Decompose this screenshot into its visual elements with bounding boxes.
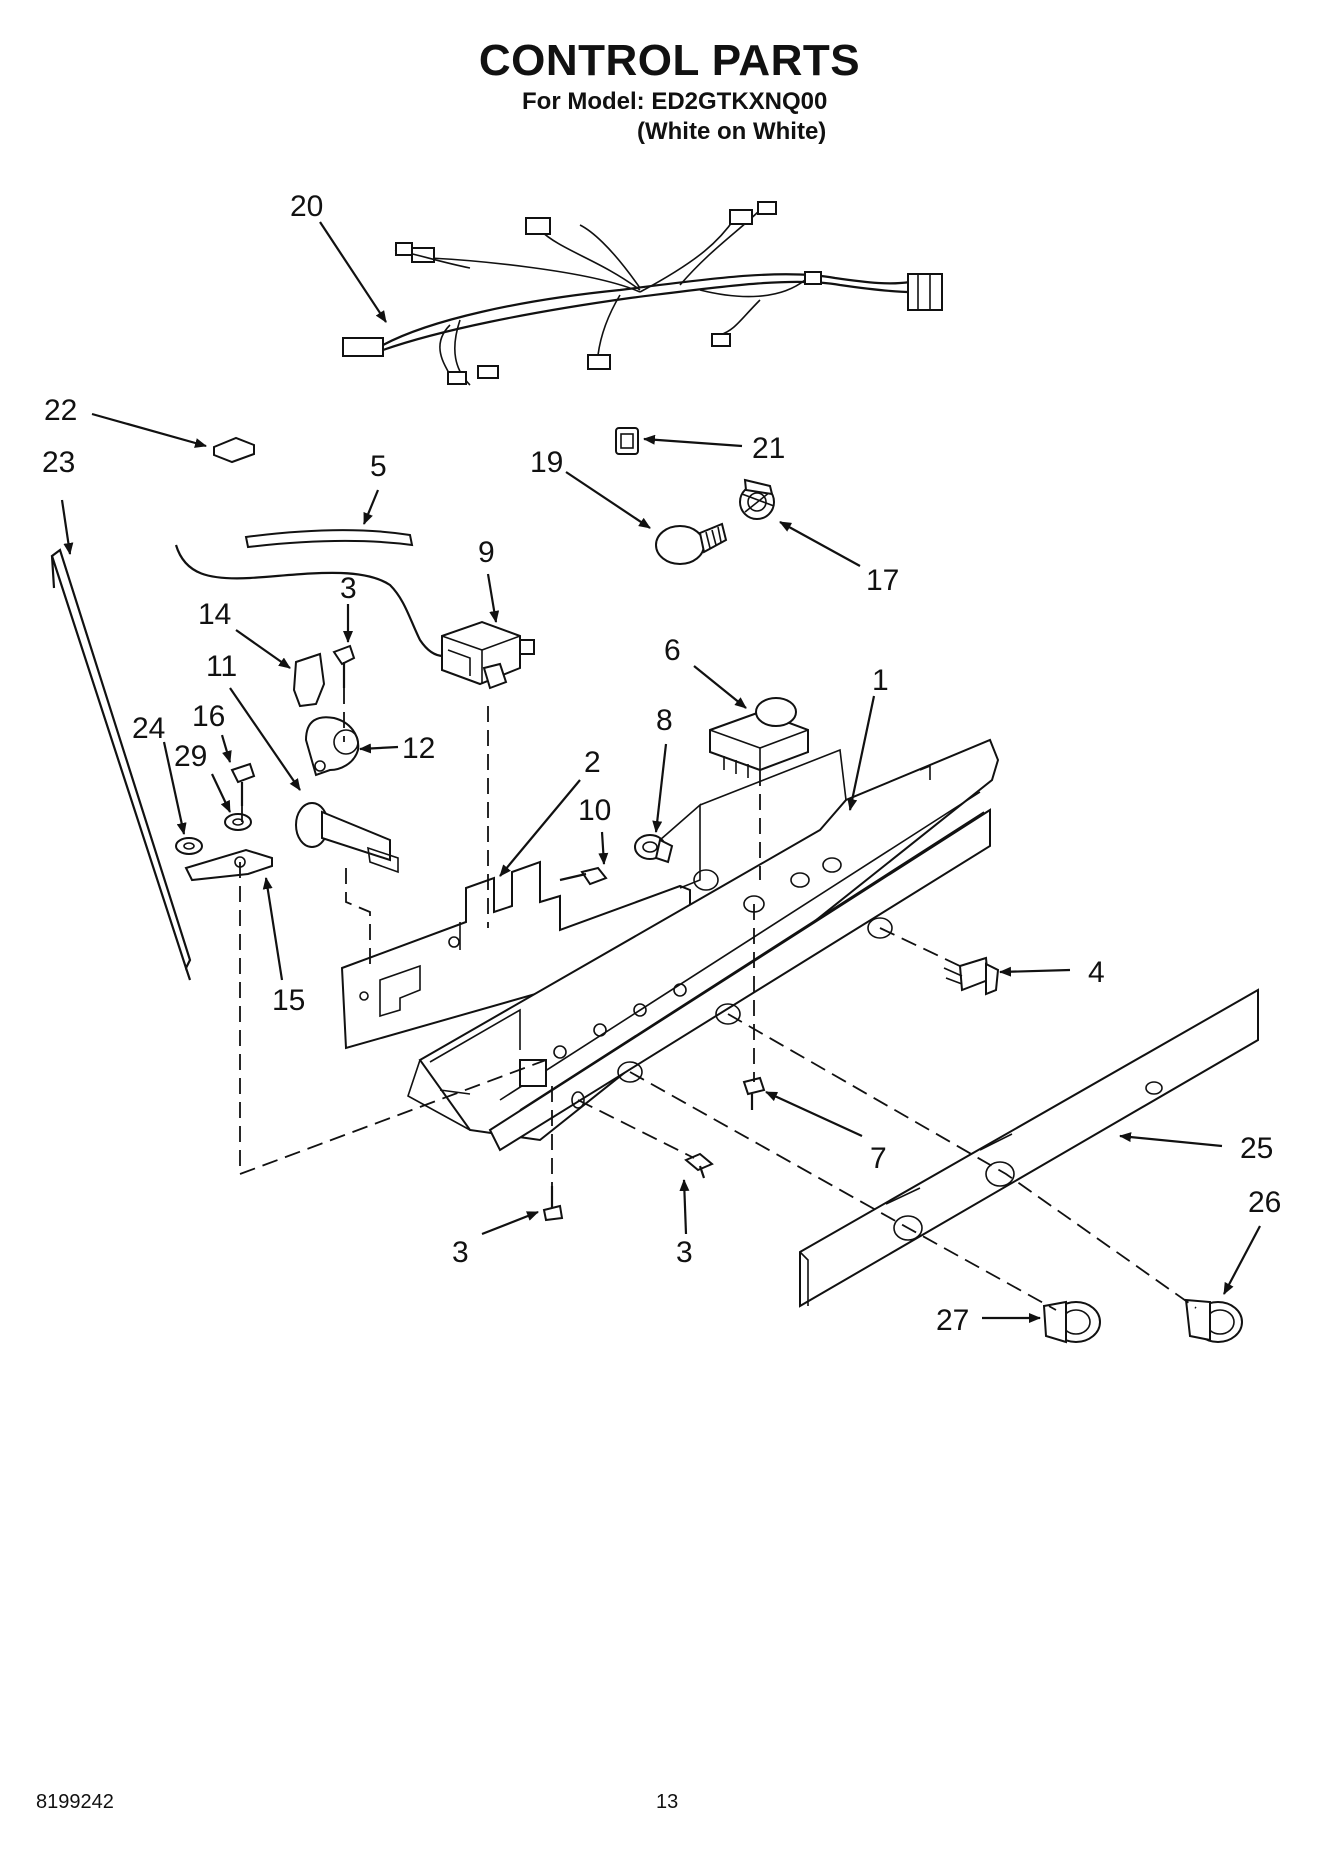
callout-5: 5 (370, 450, 387, 483)
grommet-part-8 (634, 834, 674, 864)
bracket-part-12 (304, 716, 360, 777)
callout-21: 21 (752, 432, 785, 465)
callout-27: 27 (936, 1304, 969, 1337)
screw-part-10 (559, 866, 608, 886)
callout-17: 17 (866, 564, 899, 597)
lever-part-15 (184, 848, 273, 882)
callout-2: 2 (584, 746, 601, 779)
tube-part (174, 529, 451, 658)
callout-14: 14 (198, 598, 231, 631)
control-shaft-part-11 (295, 802, 399, 874)
bracket-part-14 (292, 652, 326, 708)
light-bulb-part (655, 522, 728, 565)
switch-part-4 (943, 956, 1000, 996)
callout-7: 7 (870, 1142, 887, 1175)
callout-6: 6 (664, 634, 681, 667)
callout-10: 10 (578, 794, 611, 827)
callout-24: 24 (132, 712, 165, 745)
model-variant: (White on White) (637, 118, 827, 145)
callout-26: 26 (1248, 1186, 1281, 1219)
callout-22: 22 (44, 394, 77, 427)
callout-3-bottom-left: 3 (452, 1236, 469, 1269)
callout-1: 1 (872, 664, 889, 697)
control-housing-part-1 (407, 738, 1000, 1152)
defrost-timer-part (709, 697, 809, 778)
callout-3-top: 3 (340, 572, 357, 605)
screw-part-3-bottom-left (542, 1186, 564, 1222)
thermostat-part (441, 620, 535, 690)
callout-leaders (60, 221, 1261, 1323)
model-number: For Model: ED2GTKXNQ00 (522, 88, 828, 115)
callout-labels: 20 22 21 23 5 19 17 9 3 14 6 1 11 12 16 … (42, 190, 1281, 1337)
callout-12: 12 (402, 732, 435, 765)
page-title: CONTROL PARTS (478, 36, 861, 85)
screw-part-3-top (332, 644, 356, 688)
screw-part-16 (230, 762, 256, 806)
callout-20: 20 (290, 190, 323, 223)
wire-harness-part (342, 201, 943, 386)
clip-part-22 (213, 436, 255, 464)
control-panel-part-25 (799, 988, 1259, 1308)
callout-3-bottom-right: 3 (676, 1236, 693, 1269)
callout-11: 11 (206, 650, 237, 683)
screw-part-7 (742, 1076, 766, 1110)
screw-part-3-bottom-right (684, 1152, 714, 1179)
lamp-socket-part (739, 478, 775, 520)
clip-part-21 (615, 427, 639, 455)
washer-part-24 (175, 837, 203, 855)
knob-part-26 (1184, 1298, 1243, 1343)
control-rod-part (50, 548, 192, 981)
document-number: 8199242 (36, 1791, 114, 1813)
callout-19: 19 (530, 446, 563, 479)
callout-16: 16 (192, 700, 225, 733)
callout-23: 23 (42, 446, 75, 479)
callout-9: 9 (478, 536, 495, 569)
knob-part-27 (1042, 1300, 1101, 1344)
callout-15: 15 (272, 984, 305, 1017)
callout-29: 29 (174, 740, 207, 773)
callout-8: 8 (656, 704, 673, 737)
assembly-lines (239, 688, 1197, 1311)
callout-4: 4 (1088, 956, 1105, 989)
page-number: 13 (656, 1791, 679, 1813)
callout-25: 25 (1240, 1132, 1273, 1165)
washer-part-29 (224, 813, 252, 831)
